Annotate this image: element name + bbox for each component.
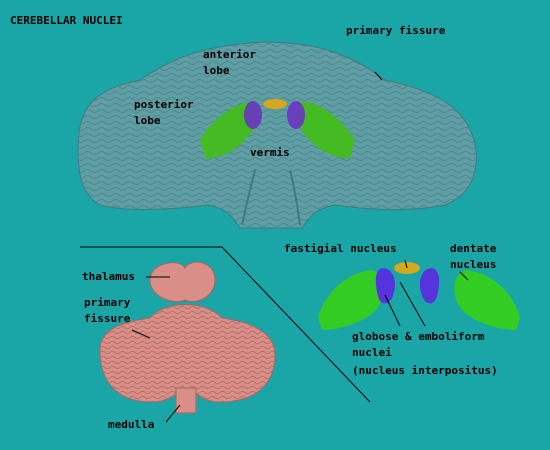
label-primary-fissure-bottom-1: primary xyxy=(84,296,131,309)
leader-lines xyxy=(80,71,469,423)
label-vermis: vermis xyxy=(250,146,290,159)
label-anterior-lobe-1: anterior xyxy=(203,48,256,61)
label-dentate-nucleus-1: dentate xyxy=(450,242,497,255)
label-globose-emboliform-3: (nucleus interpositus) xyxy=(352,364,498,377)
nuclei-enlarged xyxy=(318,262,520,330)
label-posterior-lobe-2: lobe xyxy=(134,114,161,127)
cerebellum-dorsal-view xyxy=(77,41,477,229)
diagram-title: CEREBELLAR NUCLEI xyxy=(10,14,123,27)
cerebellum-brainstem-view xyxy=(99,261,276,414)
label-globose-emboliform-2: nuclei xyxy=(352,346,392,359)
label-primary-fissure-bottom-2: fissure xyxy=(84,312,131,325)
label-posterior-lobe-1: posterior xyxy=(134,98,194,111)
label-anterior-lobe-2: lobe xyxy=(203,64,230,77)
label-globose-emboliform-1: globose & emboliform xyxy=(352,330,485,343)
label-medulla: medulla xyxy=(108,418,155,431)
label-primary-fissure-top: primary fissure xyxy=(346,24,446,37)
label-fastigial-nucleus: fastigial nucleus xyxy=(284,242,397,255)
nuclei-top xyxy=(200,99,355,159)
label-dentate-nucleus-2: nucleus xyxy=(450,258,497,271)
label-thalamus: thalamus xyxy=(82,270,135,283)
